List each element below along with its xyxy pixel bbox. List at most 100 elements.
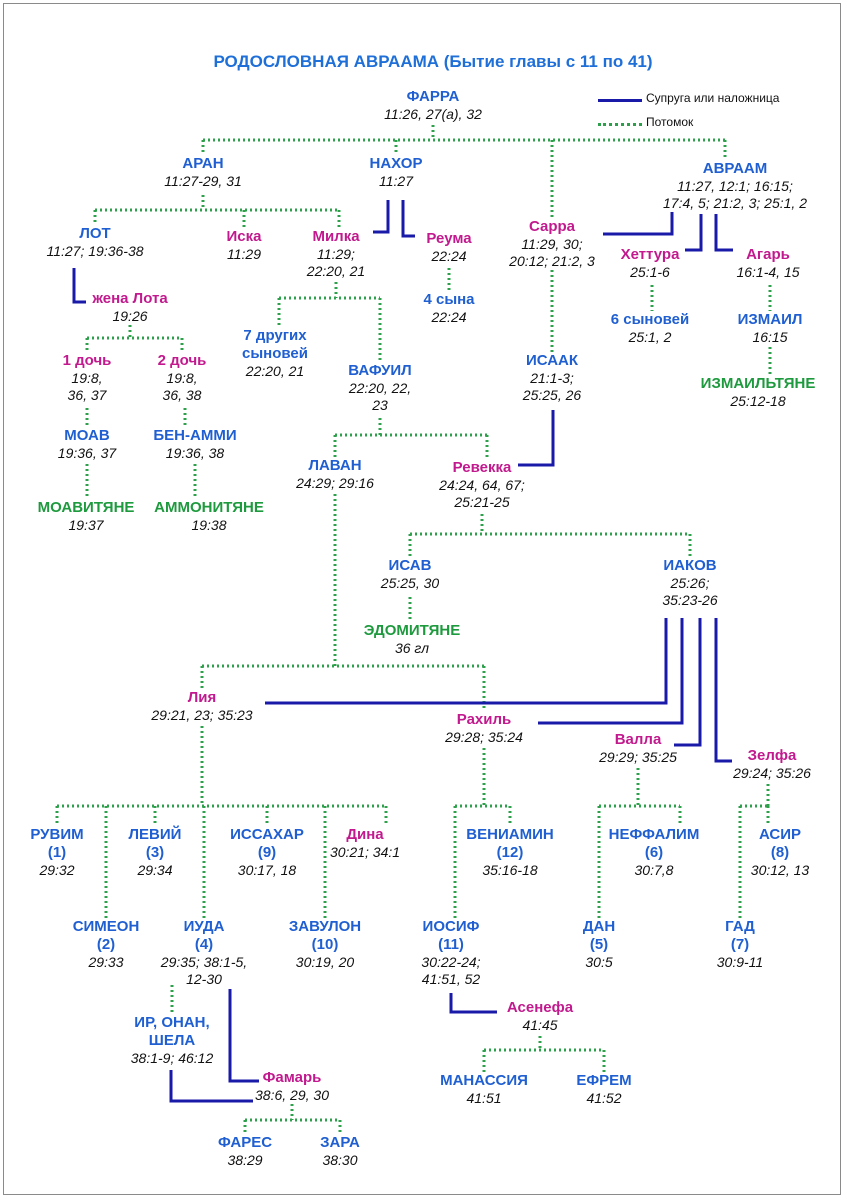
person-dan: ДАН(5)30:5 — [583, 918, 615, 971]
person-name: Рахиль — [456, 711, 512, 728]
person-name: (7) — [730, 936, 750, 953]
person-name: Милка — [312, 228, 360, 245]
scripture-reference: 30:17, 18 — [237, 862, 297, 878]
person-veniamin: ВЕНИАМИН(12)35:16-18 — [466, 826, 553, 879]
spouse-line-iakov-zelfa — [714, 618, 732, 763]
person-name: ВЕНИАМИН — [466, 826, 554, 843]
scripture-reference: 19:37 — [68, 517, 104, 533]
scripture-reference: 36, 37 — [67, 387, 107, 403]
person-name: Реума — [426, 230, 472, 247]
scripture-reference: 29:33 — [88, 954, 124, 970]
scripture-reference: 11:29 — [226, 246, 261, 262]
scripture-reference: 22:24 — [431, 309, 467, 325]
person-name: ФАРЕС — [217, 1134, 273, 1151]
person-simeon: СИМЕОН(2)29:33 — [73, 918, 140, 971]
person-iosif: ИОСИФ(11)30:22-24;41:51, 52 — [421, 918, 480, 988]
person-name: ИАКОВ — [663, 557, 717, 574]
person-name: (1) — [47, 844, 67, 861]
person-name: ЛАВАН — [308, 457, 362, 474]
scripture-reference: 19:8, — [71, 370, 103, 386]
spouse-line-avraam-agar — [714, 214, 733, 252]
scripture-reference: 29:29; 35:25 — [599, 749, 677, 765]
person-name: МАНАССИЯ — [440, 1072, 528, 1089]
scripture-reference: 22:20, 21 — [306, 263, 366, 279]
scripture-reference: 30:22-24; — [421, 954, 481, 970]
person-name: (2) — [96, 936, 116, 953]
person-name: ДАН — [582, 918, 616, 935]
person-name: (11) — [438, 936, 464, 953]
scripture-reference: 11:29, 30; — [521, 236, 583, 252]
person-name: Агарь — [746, 246, 790, 263]
person-name: ГАД — [725, 918, 755, 935]
person-iuda: ИУДА(4)29:35; 38:1-5,12-30 — [161, 918, 247, 988]
person-name: 7 других — [243, 327, 307, 344]
scripture-reference: 30:21; 34:1 — [329, 844, 401, 860]
scripture-reference: 30:7,8 — [634, 862, 674, 878]
scripture-reference: 29:32 — [39, 862, 75, 878]
scripture-reference: 41:52 — [586, 1090, 622, 1106]
scripture-reference: 25:21-25 — [454, 494, 510, 510]
scripture-reference: 25:26; — [670, 575, 710, 591]
page-frame — [3, 3, 841, 1195]
scripture-reference: 38:1-9; 46:12 — [130, 1050, 214, 1066]
scripture-reference: 29:35; 38:1-5, — [160, 954, 248, 970]
person-name: Ревекка — [452, 459, 512, 476]
scripture-reference: 22:24 — [431, 248, 467, 264]
person-name: 4 сына — [423, 291, 475, 308]
person-name: Асенефа — [506, 999, 574, 1016]
scripture-reference: 21:1-3; — [530, 370, 574, 386]
legend-spouse-label: Супруга или наложница — [646, 91, 780, 105]
scripture-reference: 24:29; 29:16 — [296, 475, 374, 491]
person-name: АВРААМ — [702, 160, 768, 177]
person-name: ЕФРЕМ — [576, 1072, 632, 1089]
scripture-reference: 16:1-4, 15 — [736, 264, 800, 280]
person-zavulon: ЗАВУЛОН(10)30:19, 20 — [289, 918, 361, 971]
person-name: (6) — [644, 844, 664, 861]
person-name: Сарра — [528, 218, 576, 235]
person-name: ИОСИФ — [422, 918, 480, 935]
scripture-reference: 23 — [372, 397, 388, 413]
person-name: Дина — [346, 826, 384, 843]
scripture-reference: 11:27, 12:1; 16:15; — [677, 178, 793, 194]
scripture-reference: 11:29; — [317, 246, 355, 262]
scripture-reference: 29:34 — [137, 862, 173, 878]
scripture-reference: 36 гл — [394, 640, 430, 656]
person-name: АММОНИТЯНЕ — [154, 499, 264, 516]
person-name: 1 дочь — [62, 352, 112, 369]
person-name: (4) — [194, 936, 214, 953]
scripture-reference: 29:28; 35:24 — [445, 729, 523, 745]
scripture-reference: 35:23-26 — [662, 592, 718, 608]
scripture-reference: 41:45 — [522, 1017, 558, 1033]
person-name: ИСАВ — [388, 557, 432, 574]
scripture-reference: 11:26, 27(а), 32 — [384, 106, 482, 122]
person-neffalim: НЕФФАЛИМ(6)30:7,8 — [609, 826, 700, 879]
person-name: НЕФФАЛИМ — [608, 826, 700, 843]
scripture-reference: 19:26 — [112, 308, 148, 324]
person-name: ИЗМАИЛЬТЯНЕ — [700, 375, 816, 392]
spouse-line-avraam-hettura — [685, 214, 703, 252]
person-name: МОАВ — [64, 427, 110, 444]
scripture-reference: 20:12; 21:2, 3 — [509, 253, 595, 269]
person-name: ЛЕВИЙ — [128, 826, 182, 843]
